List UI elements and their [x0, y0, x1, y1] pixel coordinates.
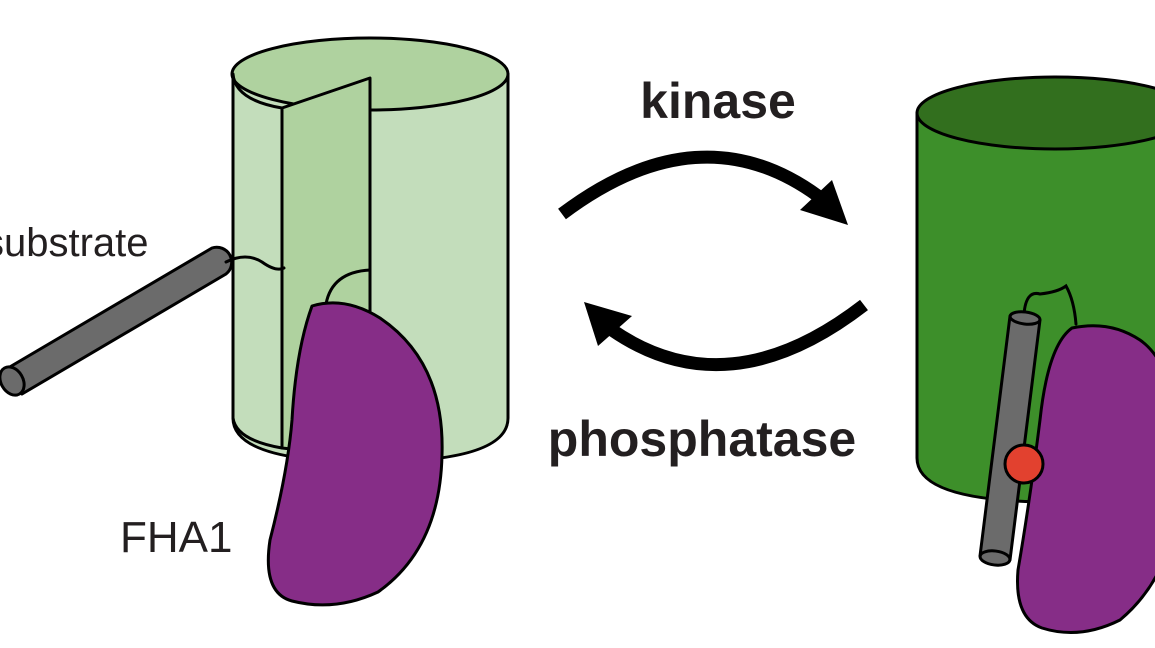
forward-arrow — [558, 150, 848, 225]
fha1-domain-right — [1016, 324, 1155, 634]
phosphatase-label: phosphatase — [548, 411, 856, 467]
fha1-domain-left — [266, 301, 444, 607]
active-linker — [1022, 283, 1078, 326]
phosphate-dot — [1003, 443, 1045, 485]
reverse-arrow — [584, 299, 868, 372]
fha1-label: FHA1 — [120, 513, 232, 562]
reverse-arrow-head — [584, 302, 632, 346]
docked-substrate-rod — [978, 310, 1042, 567]
substrate-label: substrate — [0, 221, 149, 265]
forward-arrow-head — [800, 180, 848, 225]
substrate-rod — [0, 245, 234, 397]
kinase-label: kinase — [640, 73, 796, 129]
active-cylinder-top — [915, 75, 1155, 151]
substrate-linker — [224, 255, 372, 306]
